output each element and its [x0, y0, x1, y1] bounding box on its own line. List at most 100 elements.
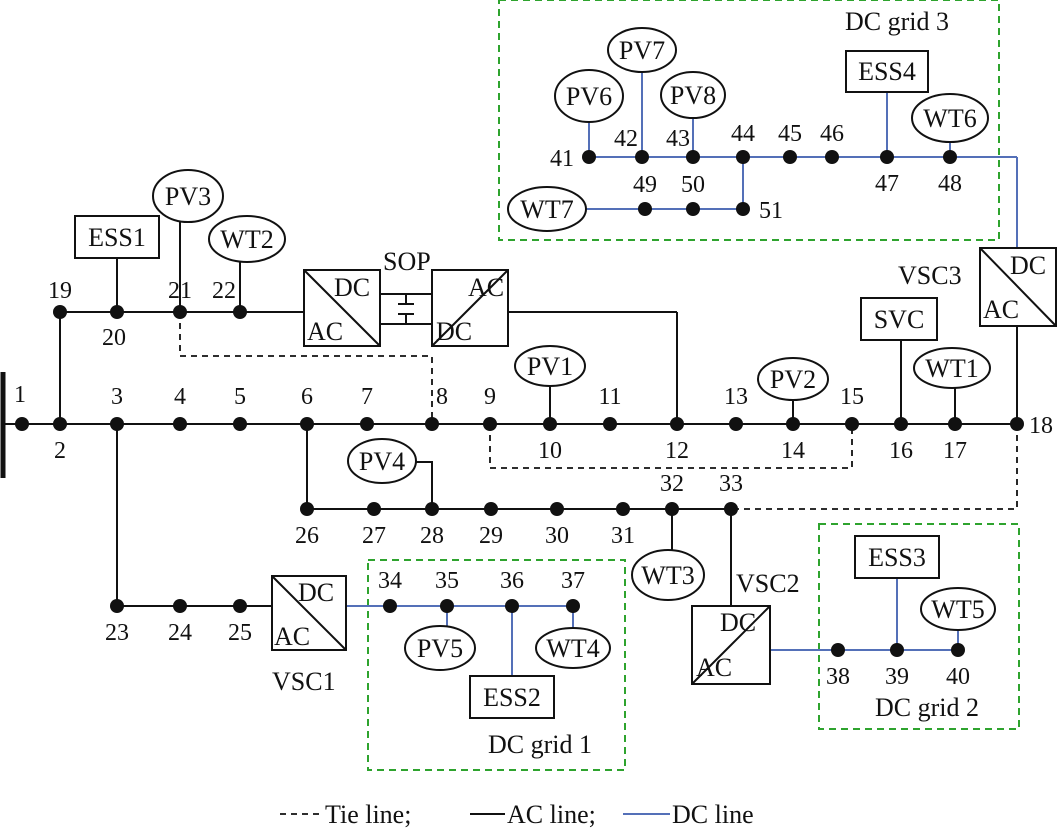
- bus-label-51: 51: [759, 198, 783, 224]
- bus-label-33: 33: [719, 471, 743, 497]
- bus-label-13: 13: [724, 384, 748, 410]
- tie-9-15: [489, 424, 853, 469]
- ess3-box: ESS3: [854, 535, 940, 579]
- bus-node-38: [831, 643, 845, 657]
- wt4-label: WT4: [546, 634, 599, 663]
- bus-label-29: 29: [479, 523, 503, 549]
- ess1-label: ESS1: [88, 223, 146, 252]
- bus-node-17: [948, 417, 962, 431]
- vsc3-dc-label: DC: [1010, 251, 1046, 280]
- bus-label-3: 3: [111, 384, 123, 410]
- bus-node-4: [173, 417, 187, 431]
- bus-label-11: 11: [598, 384, 621, 410]
- bus-node-42: [635, 150, 649, 164]
- bus-label-26: 26: [295, 523, 319, 549]
- bus-label-2: 2: [54, 438, 66, 464]
- bus-node-44: [736, 150, 750, 164]
- bus-node-18: [1010, 417, 1024, 431]
- bus-label-15: 15: [840, 384, 864, 410]
- pv1-ellipse: PV1: [514, 345, 586, 387]
- bus-node-47: [880, 150, 894, 164]
- bus-node-3: [110, 417, 124, 431]
- bus-node-40: [951, 643, 965, 657]
- bus-label-5: 5: [234, 384, 246, 410]
- ess1-box: ESS1: [74, 215, 160, 259]
- sop-converter-left: DC AC: [303, 269, 381, 347]
- dc-grid-1-box: [367, 559, 626, 771]
- bus-node-30: [550, 502, 564, 516]
- bus-node-33: [724, 502, 738, 516]
- bus-node-36: [505, 599, 519, 613]
- wt1-ellipse: WT1: [913, 347, 991, 389]
- vsc1-dc-label: DC: [298, 578, 334, 607]
- ess3-label: ESS3: [868, 543, 926, 572]
- bus-label-37: 37: [561, 568, 585, 594]
- bus-node-39: [890, 643, 904, 657]
- bus-label-12: 12: [665, 438, 689, 464]
- pv1-label: PV1: [527, 352, 573, 381]
- pv4-label: PV4: [359, 447, 405, 476]
- bus-node-8: [425, 417, 439, 431]
- bus-label-34: 34: [378, 568, 402, 594]
- bus-label-49: 49: [633, 172, 657, 198]
- wt6-ellipse: WT6: [911, 93, 989, 143]
- bus-label-9: 9: [484, 384, 496, 410]
- wt5-ellipse: WT5: [920, 587, 996, 631]
- sop-right-ac-label: AC: [468, 273, 504, 302]
- bus-node-41: [582, 150, 596, 164]
- bus-label-7: 7: [361, 384, 373, 410]
- vsc2-dc-label: DC: [720, 608, 756, 637]
- bus-label-38: 38: [826, 664, 850, 690]
- vsc3-converter: DC AC: [979, 247, 1057, 327]
- bus-node-1: [15, 417, 29, 431]
- bus-label-4: 4: [174, 384, 186, 410]
- bus-label-1: 1: [14, 382, 26, 408]
- ess2-box: ESS2: [469, 675, 555, 719]
- bus-node-19: [53, 305, 67, 319]
- wt2-ellipse: WT2: [208, 215, 286, 263]
- bus-node-21: [173, 305, 187, 319]
- svc-label: SVC: [874, 305, 925, 334]
- sop-left-dc-label: DC: [334, 273, 370, 302]
- vsc2-label: VSC2: [736, 569, 800, 598]
- sop-label: SOP: [383, 247, 431, 276]
- bus-node-26: [300, 502, 314, 516]
- bus-label-19: 19: [48, 278, 72, 304]
- dc-grid-1-label: DC grid 1: [488, 730, 592, 759]
- bus-label-41: 41: [550, 146, 574, 172]
- vsc1-converter: DC AC: [271, 575, 347, 651]
- wt6-label: WT6: [923, 104, 976, 133]
- bus-label-44: 44: [731, 121, 755, 147]
- pv8-label: PV8: [670, 81, 716, 110]
- bus-node-14: [786, 417, 800, 431]
- bus-label-30: 30: [545, 523, 569, 549]
- bus-node-22: [233, 305, 247, 319]
- bus-label-24: 24: [168, 620, 192, 646]
- bus-label-45: 45: [778, 121, 802, 147]
- dc-grid-2-box: [818, 523, 1020, 730]
- pv7-ellipse: PV7: [607, 27, 677, 73]
- bus-node-2: [53, 417, 67, 431]
- bus-node-9: [483, 417, 497, 431]
- vsc2-converter: DC AC: [691, 605, 771, 685]
- pv2-ellipse: PV2: [757, 357, 829, 401]
- bus-label-25: 25: [228, 620, 252, 646]
- bus-node-6: [300, 417, 314, 431]
- vsc1-ac-label: AC: [274, 622, 310, 651]
- pv3-ellipse: PV3: [152, 169, 224, 223]
- bus-label-50: 50: [681, 172, 705, 198]
- bus-label-17: 17: [943, 438, 967, 464]
- pv2-label: PV2: [770, 365, 816, 394]
- wt2-label: WT2: [220, 225, 273, 254]
- bus-node-50: [686, 202, 700, 216]
- wt5-label: WT5: [931, 595, 984, 624]
- sop-left-ac-label: AC: [307, 317, 343, 346]
- tie-21-8: [179, 312, 433, 424]
- bus-label-47: 47: [875, 171, 899, 197]
- legend: Tie line; AC line; DC line: [280, 800, 754, 829]
- ess4-label: ESS4: [858, 57, 916, 86]
- bus-node-15: [845, 417, 859, 431]
- bus-node-28: [425, 502, 439, 516]
